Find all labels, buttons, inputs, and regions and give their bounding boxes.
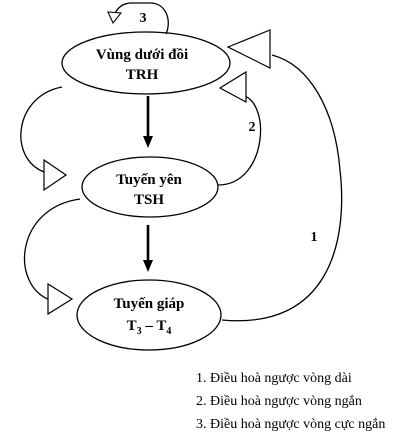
pituitary-node — [81, 156, 219, 218]
loop-1-label: 1 — [311, 230, 318, 245]
t3-subscript: 3 — [137, 326, 142, 337]
thyroid-node — [76, 279, 222, 351]
hypothalamus-label: Vùng dưới đồi — [96, 47, 188, 63]
thyroid-label: Tuyến giáp — [114, 296, 185, 312]
loop-3-label: 3 — [140, 11, 147, 26]
loop-2-label: 2 — [249, 120, 256, 135]
loop-2-short — [217, 70, 262, 186]
legend: 1. Điều hoà ngược vòng dài 2. Điều hoà n… — [196, 371, 385, 432]
t3-letter: T — [127, 318, 137, 334]
loop-3-ultrashort — [107, 2, 169, 35]
hypothalamus-node — [61, 31, 231, 95]
arrow-pituitary-to-thyroid — [143, 225, 153, 272]
left-arrow-bottom — [23, 198, 81, 316]
pituitary-label: Tuyến yên — [116, 172, 182, 188]
loop-1-long — [221, 29, 343, 322]
legend-item-2: 2. Điều hoà ngược vòng ngắn — [196, 394, 362, 409]
legend-item-3: 3. Điều hoà ngược vòng cực ngắn — [196, 417, 385, 432]
arrow-hypothalamus-to-pituitary — [143, 96, 153, 148]
left-arrow-top — [20, 86, 68, 192]
tsh-label: TSH — [134, 192, 164, 208]
trh-label: TRH — [126, 67, 159, 83]
t4-subscript: 4 — [166, 326, 171, 337]
t3-t4-label: T3 – T4 — [127, 318, 172, 337]
t4-dash-letter: – T — [142, 318, 167, 334]
legend-item-1: 1. Điều hoà ngược vòng dài — [196, 371, 352, 386]
